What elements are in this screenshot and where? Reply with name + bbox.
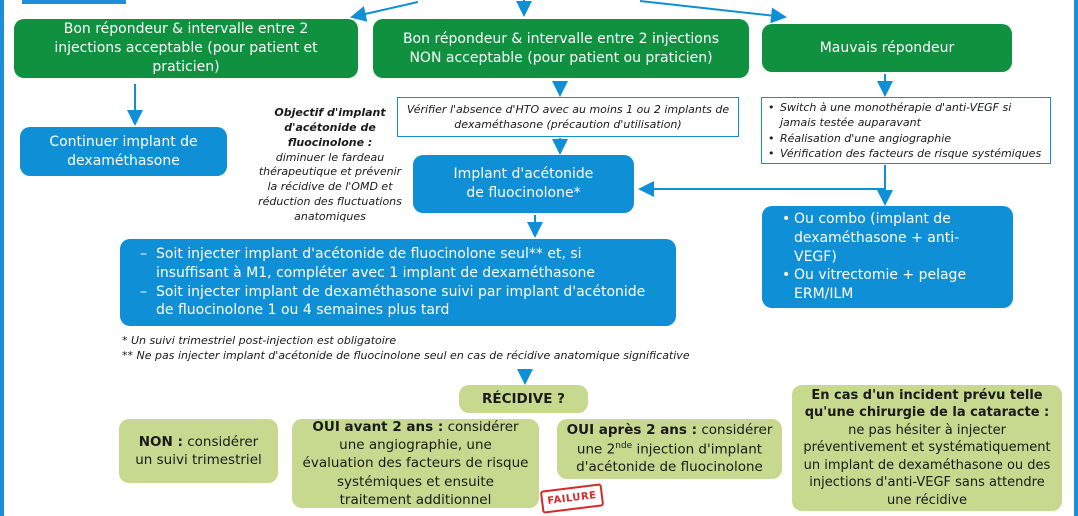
hto-check-box: Vérifier l'absence d'HTO avec au moins 1… xyxy=(397,97,739,137)
good-responder-not-acceptable-text: Bon répondeur & intervalle entre 2 injec… xyxy=(402,30,720,66)
outcome-oui-after-box: OUI après 2 ans : considérer une 2nde in… xyxy=(557,419,782,479)
recidive-box: RÉCIDIVE ? xyxy=(459,385,588,413)
incident-heading: En cas d'un incident prévu telle qu'une … xyxy=(804,387,1050,421)
outcome-oui-before-text: considérer une angiographie, une évaluat… xyxy=(302,418,529,508)
arrow-to-left-branch xyxy=(350,1,419,22)
good-responder-acceptable-box: Bon répondeur & intervalle entre 2 injec… xyxy=(14,19,358,78)
outcome-oui-before-box: OUI avant 2 ans : considérer une angiogr… xyxy=(292,419,539,508)
objective-heading: Objectif d'implant d'acétonide de fluoci… xyxy=(274,106,386,149)
outcome-oui-before-content: OUI avant 2 ans : considérer une angiogr… xyxy=(302,418,529,509)
bad-responder-step: Switch à une monothérapie d'anti-VEGF si… xyxy=(768,100,1044,131)
outcome-non-label: NON : xyxy=(138,433,183,450)
footnote: ** Ne pas injecter implant d'acétonide d… xyxy=(122,348,690,362)
fluocinolone-implant-box: Implant d'acétonide de fluocinolone* xyxy=(413,155,634,213)
combo-options-list: Ou combo (implant de dexaméthasone + ant… xyxy=(782,210,999,304)
outcome-non-box: NON : considérer un suivi trimestriel xyxy=(119,419,278,483)
objective-body: diminuer le fardeau thérapeutique et pré… xyxy=(258,150,402,223)
injection-option: Soit injecter implant de dexaméthasone s… xyxy=(140,283,654,321)
bad-responder-text: Mauvais répondeur xyxy=(819,39,955,56)
combo-options-box: Ou combo (implant de dexaméthasone + ant… xyxy=(762,206,1013,308)
combo-option: Ou combo (implant de dexaméthasone + ant… xyxy=(782,210,999,267)
continue-implant-text: Continuer implant de dexaméthasone xyxy=(49,133,198,169)
bad-responder-steps-list: Switch à une monothérapie d'anti-VEGF si… xyxy=(768,100,1044,162)
top-bar xyxy=(22,0,126,4)
incident-text: ne pas hésiter à injecter préventivement… xyxy=(803,422,1051,508)
recidive-text: RÉCIDIVE ? xyxy=(482,390,565,407)
good-responder-acceptable-text: Bon répondeur & intervalle entre 2 injec… xyxy=(54,21,318,75)
outcome-oui-after-text-2: injection d'implant d'acétonide de fluoc… xyxy=(576,441,763,476)
incident-box: En cas d'un incident prévu telle qu'une … xyxy=(792,385,1062,511)
good-responder-not-acceptable-box: Bon répondeur & intervalle entre 2 injec… xyxy=(373,19,749,78)
outcome-non-content: NON : considérer un suivi trimestriel xyxy=(129,433,268,469)
outcome-oui-after-ordinal: 2 xyxy=(606,441,616,458)
footnote: * Un suivi trimestriel post-injection es… xyxy=(122,334,397,347)
outcome-oui-after-sup: nde xyxy=(615,440,633,451)
outcome-oui-after-text-1: considérer une xyxy=(576,422,773,458)
injection-options-list: Soit injecter implant d'acétonide de flu… xyxy=(140,245,654,321)
bad-responder-steps-box: Switch à une monothérapie d'anti-VEGF si… xyxy=(761,97,1051,164)
combo-option: Ou vitrectomie + pelage ERM/ILM xyxy=(782,266,999,304)
incident-content: En cas d'un incident prévu telle qu'une … xyxy=(800,387,1054,510)
objective-note: Objectif d'implant d'acétonide de fluoci… xyxy=(255,106,405,225)
outcome-oui-after-content: OUI après 2 ans : considérer une 2nde in… xyxy=(565,421,774,476)
bad-responder-step: Réalisation d'une angiographie xyxy=(768,131,1044,147)
bad-responder-step: Vérification des facteurs de risque syst… xyxy=(768,146,1044,162)
outcome-non-text: considérer un suivi trimestriel xyxy=(135,433,262,468)
footnotes: * Un suivi trimestriel post-injection es… xyxy=(122,334,722,364)
bad-responder-box: Mauvais répondeur xyxy=(762,24,1012,72)
arrow-bad-to-fluocinolone xyxy=(638,165,886,197)
injection-option: Soit injecter implant d'acétonide de flu… xyxy=(140,245,654,283)
failure-stamp-text: FAILURE xyxy=(546,490,598,507)
continue-implant-box: Continuer implant de dexaméthasone xyxy=(20,127,227,176)
outcome-oui-after-label: OUI après 2 ans : xyxy=(566,422,698,439)
hto-check-text: Vérifier l'absence d'HTO avec au moins 1… xyxy=(406,102,730,131)
injection-options-box: Soit injecter implant d'acétonide de flu… xyxy=(120,239,676,326)
arrow-to-right-branch xyxy=(639,0,787,24)
outcome-oui-before-label: OUI avant 2 ans : xyxy=(312,418,444,435)
fluocinolone-implant-text: Implant d'acétonide de fluocinolone* xyxy=(453,166,594,201)
